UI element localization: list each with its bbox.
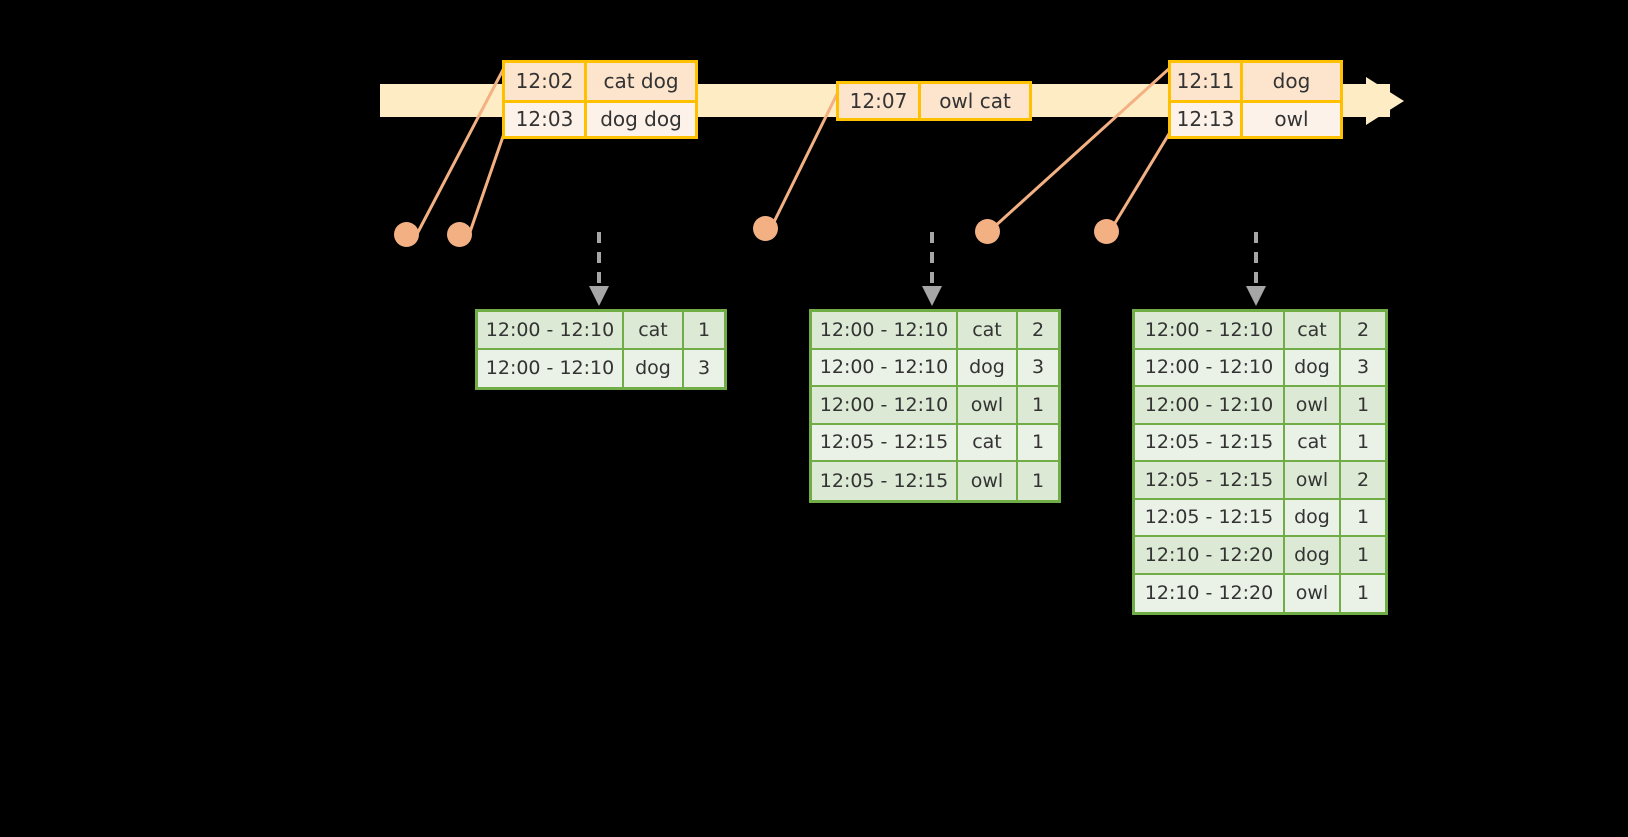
key-cell: owl	[958, 462, 1018, 500]
window-cell: 12:00 - 12:10	[1135, 387, 1285, 425]
event-value: dog	[1243, 63, 1340, 100]
window-cell: 12:00 - 12:10	[1135, 312, 1285, 350]
key-cell: cat	[1285, 312, 1341, 350]
count-cell: 1	[1341, 537, 1385, 575]
count-cell: 1	[1018, 387, 1058, 425]
window-cell: 12:10 - 12:20	[1135, 537, 1285, 575]
event-time: 12:07	[839, 84, 921, 118]
key-cell: owl	[958, 387, 1018, 425]
count-cell: 1	[1341, 387, 1385, 425]
key-cell: dog	[1285, 349, 1341, 387]
dashed-arrow-2	[922, 232, 942, 306]
window-cell: 12:00 - 12:10	[812, 387, 958, 425]
key-cell: cat	[958, 312, 1018, 350]
window-cell: 12:00 - 12:10	[1135, 349, 1285, 387]
count-cell: 3	[1018, 349, 1058, 387]
count-cell: 3	[684, 349, 724, 387]
count-cell: 2	[1341, 312, 1385, 350]
event-marker-dot	[447, 222, 472, 247]
key-cell: owl	[1285, 462, 1341, 500]
key-cell: cat	[958, 424, 1018, 462]
window-cell: 12:00 - 12:10	[478, 312, 624, 350]
event-row: 12:03 dog dog	[505, 99, 695, 136]
key-cell: dog	[624, 349, 684, 387]
window-cell: 12:05 - 12:15	[1135, 424, 1285, 462]
count-cell: 1	[1341, 424, 1385, 462]
event-value: cat dog	[587, 63, 695, 100]
window-cell: 12:00 - 12:10	[812, 312, 958, 350]
connector-line	[1110, 123, 1177, 229]
event-time: 12:02	[505, 63, 587, 100]
event-row: 12:02 cat dog	[505, 63, 695, 100]
key-cell: owl	[1285, 387, 1341, 425]
event-marker-dot	[975, 219, 1000, 244]
event-time: 12:03	[505, 102, 587, 136]
count-cell: 3	[1341, 349, 1385, 387]
count-cell: 2	[1341, 462, 1385, 500]
count-cell: 1	[684, 312, 724, 350]
event-row: 12:07 owl cat	[839, 84, 1029, 118]
event-group-2: 12:07 owl cat	[836, 81, 1032, 121]
event-group-3: 12:11 dog 12:13 owl	[1168, 60, 1343, 139]
event-value: owl cat	[921, 84, 1029, 118]
event-marker-dot	[1094, 219, 1119, 244]
event-row: 12:11 dog	[1171, 63, 1340, 100]
event-marker-dot	[753, 216, 778, 241]
key-cell: cat	[624, 312, 684, 350]
window-cell: 12:00 - 12:10	[812, 349, 958, 387]
key-cell: dog	[1285, 499, 1341, 537]
dashed-arrow-1	[589, 232, 609, 306]
event-value: owl	[1243, 102, 1340, 136]
window-cell: 12:10 - 12:20	[1135, 574, 1285, 612]
window-cell: 12:05 - 12:15	[1135, 499, 1285, 537]
key-cell: owl	[1285, 574, 1341, 612]
count-cell: 2	[1018, 312, 1058, 350]
event-time: 12:13	[1171, 102, 1243, 136]
count-cell: 1	[1018, 462, 1058, 500]
window-cell: 12:00 - 12:10	[478, 349, 624, 387]
event-row: 12:13 owl	[1171, 99, 1340, 136]
count-cell: 1	[1341, 499, 1385, 537]
window-cell: 12:05 - 12:15	[812, 424, 958, 462]
event-marker-dot	[394, 222, 419, 247]
window-cell: 12:05 - 12:15	[812, 462, 958, 500]
count-cell: 1	[1018, 424, 1058, 462]
key-cell: dog	[1285, 537, 1341, 575]
key-cell: cat	[1285, 424, 1341, 462]
event-value: dog dog	[587, 102, 695, 136]
key-cell: dog	[958, 349, 1018, 387]
count-cell: 1	[1341, 574, 1385, 612]
window-cell: 12:05 - 12:15	[1135, 462, 1285, 500]
timeline-arrow-icon	[1366, 77, 1404, 125]
event-group-1: 12:02 cat dog 12:03 dog dog	[502, 60, 698, 139]
dashed-arrow-3	[1246, 232, 1266, 306]
event-time: 12:11	[1171, 63, 1243, 100]
